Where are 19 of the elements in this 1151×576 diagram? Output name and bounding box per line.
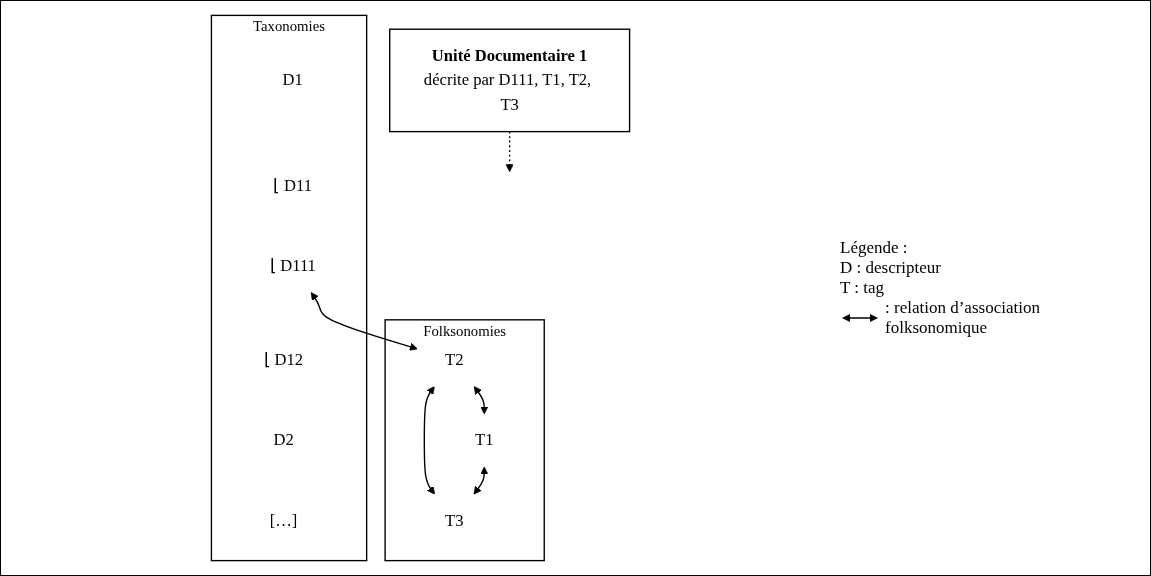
arrow [310, 292, 418, 351]
arrow [473, 466, 489, 495]
legend-text: Légende : [840, 238, 909, 258]
arrow [505, 130, 514, 173]
node-text: […] [269, 510, 298, 530]
node-text: ⌊ D11 [273, 175, 313, 195]
arrow [473, 386, 489, 415]
legend-text: : relation d’association folksonomique [885, 298, 1041, 338]
node-text: ⌊ D111 [269, 256, 316, 275]
legend-text: D : descripteur [840, 258, 943, 278]
arrow [423, 386, 435, 495]
node-text: T2 [445, 350, 464, 369]
legend-text: T : tag [840, 278, 886, 298]
node-text: T1 [475, 430, 494, 449]
node-text: D1 [282, 70, 303, 90]
node-text: T3 [445, 510, 464, 530]
node-box: Unité Documentaire 1 décrite par D111, T1, T2, T3 [389, 28, 631, 133]
node-text: D2 [273, 430, 294, 449]
node-text: ⌊ D12 [263, 350, 304, 369]
